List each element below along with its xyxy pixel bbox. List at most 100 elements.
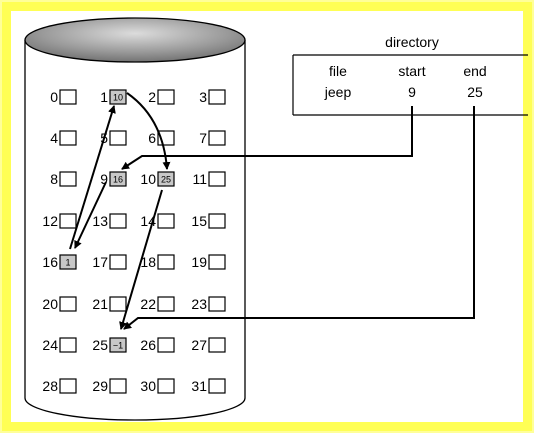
- block-11: 11: [192, 171, 226, 187]
- block-box: [208, 337, 226, 353]
- block-number: 20: [42, 296, 58, 312]
- block-box: [109, 89, 127, 105]
- block-number: 25: [92, 337, 108, 353]
- block-12: 12: [42, 213, 77, 229]
- block-box: [59, 89, 77, 105]
- next-block-pointer: 1: [65, 258, 70, 268]
- block-28: 28: [42, 378, 77, 394]
- next-block-pointer: 25: [161, 175, 171, 185]
- row-end-block: 25: [467, 84, 483, 100]
- block-number: 24: [42, 337, 58, 353]
- block-box: [109, 378, 127, 394]
- block-number: 28: [42, 378, 58, 394]
- arrow-end-to-block-25: [123, 106, 475, 330]
- block-9: 9 16: [100, 171, 127, 187]
- arrow-block-10-to-25: [119, 189, 163, 330]
- block-box: [109, 254, 127, 270]
- block-box: [208, 89, 226, 105]
- block-16: 16 1: [42, 254, 77, 270]
- block-number: 12: [42, 213, 58, 229]
- block-number: 30: [140, 378, 156, 394]
- arrow-block-16-to-1: [69, 105, 116, 250]
- block-box: [59, 378, 77, 394]
- block-box: [59, 130, 77, 146]
- block-box: [109, 213, 127, 229]
- block-box: [157, 213, 175, 229]
- block-box: [109, 171, 127, 187]
- disk-cylinder: [24, 17, 246, 421]
- block-box: [59, 254, 77, 270]
- block-chain-arrows: [69, 92, 475, 330]
- block-22: 22: [140, 296, 175, 312]
- block-number: 26: [140, 337, 156, 353]
- block-number: 10: [140, 171, 156, 187]
- block-box: [109, 337, 127, 353]
- block-25: 25 −1: [92, 337, 127, 353]
- block-26: 26: [140, 337, 175, 353]
- directory-table: directory file start end jeep 9 25: [292, 34, 528, 116]
- arrow-start-to-block-9: [121, 106, 413, 170]
- block-box: [208, 378, 226, 394]
- block-number: 2: [148, 89, 156, 105]
- row-file-name: jeep: [324, 84, 352, 100]
- block-box: [157, 254, 175, 270]
- block-number: 27: [191, 337, 207, 353]
- column-header-end: end: [463, 63, 486, 79]
- block-number: 22: [140, 296, 156, 312]
- block-box: [109, 296, 127, 312]
- block-number: 31: [191, 378, 207, 394]
- next-block-pointer: 16: [113, 175, 123, 185]
- block-box: [157, 296, 175, 312]
- block-number: 4: [50, 130, 58, 146]
- block-13: 13: [92, 213, 127, 229]
- block-1: 1 10: [100, 89, 127, 105]
- block-number: 8: [50, 171, 58, 187]
- block-box: [208, 213, 226, 229]
- block-box: [157, 171, 175, 187]
- arrow-block-1-to-10: [126, 92, 171, 170]
- block-box: [157, 337, 175, 353]
- block-box: [109, 130, 127, 146]
- block-20: 20: [42, 296, 77, 312]
- block-number: 16: [42, 254, 58, 270]
- block-number: 23: [191, 296, 207, 312]
- block-31: 31: [191, 378, 226, 394]
- block-box: [157, 89, 175, 105]
- column-header-file: file: [329, 63, 347, 79]
- row-start-block: 9: [408, 84, 416, 100]
- block-0: 0: [50, 89, 77, 105]
- block-3: 3: [199, 89, 226, 105]
- column-header-start: start: [398, 63, 425, 79]
- block-number: 3: [199, 89, 207, 105]
- block-21: 21: [92, 296, 127, 312]
- directory-title: directory: [385, 34, 439, 50]
- block-number: 21: [92, 296, 108, 312]
- block-8: 8: [50, 171, 77, 187]
- block-number: 18: [140, 254, 156, 270]
- block-box: [59, 296, 77, 312]
- block-number: 11: [192, 171, 207, 187]
- next-block-pointer: −1: [113, 341, 123, 351]
- block-box: [59, 213, 77, 229]
- block-box: [59, 171, 77, 187]
- block-number: 1: [100, 89, 108, 105]
- block-24: 24: [42, 337, 77, 353]
- block-box: [208, 254, 226, 270]
- block-box: [59, 337, 77, 353]
- block-14: 14: [140, 213, 175, 229]
- block-box: [157, 378, 175, 394]
- block-number: 19: [191, 254, 207, 270]
- block-27: 27: [191, 337, 226, 353]
- block-number: 9: [100, 171, 108, 187]
- block-23: 23: [191, 296, 226, 312]
- next-block-pointer: 10: [113, 93, 123, 103]
- block-number: 29: [92, 378, 108, 394]
- block-box: [208, 296, 226, 312]
- arrow-block-9-to-16: [74, 181, 107, 249]
- block-7: 7: [199, 130, 226, 146]
- block-18: 18: [140, 254, 175, 270]
- block-17: 17: [92, 254, 127, 270]
- block-number: 15: [191, 213, 207, 229]
